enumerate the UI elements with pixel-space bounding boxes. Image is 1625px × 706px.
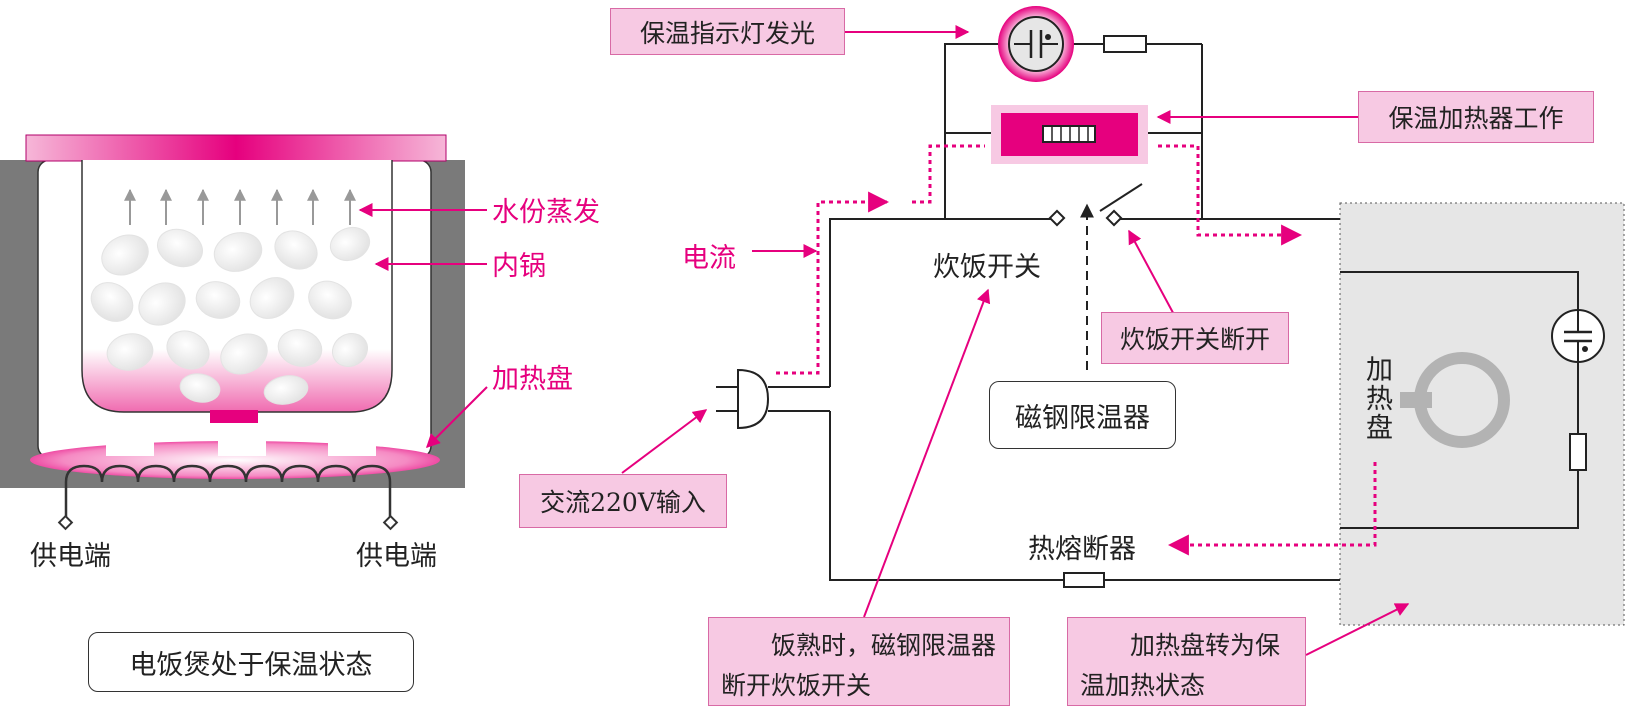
rice-grains <box>90 226 371 405</box>
switch-contact-right-icon <box>1105 209 1123 227</box>
heating-plate-panel <box>1339 202 1625 626</box>
current-label: 电流 <box>682 243 736 274</box>
thermal-fuse-icon <box>1063 572 1105 588</box>
warming-heater-icon <box>991 105 1148 164</box>
magnet-limiter-label: 磁钢限温器 <box>989 381 1176 449</box>
lamp-resistor-icon <box>1103 35 1147 53</box>
ac-plug-icon <box>716 368 830 430</box>
left-leader-arrows <box>358 203 488 448</box>
terminal-right-label: 供电端 <box>356 541 437 572</box>
terminal-right-icon <box>382 514 399 531</box>
terminal-left-label: 供电端 <box>30 541 111 572</box>
lid <box>25 134 447 162</box>
state-title-box: 电饭煲处于保温状态 <box>88 632 414 692</box>
terminal-left-icon <box>57 514 74 531</box>
heating-element-icon <box>1400 352 1510 448</box>
panel-lamp-icon <box>1551 309 1605 363</box>
circuit-leader-arrows <box>621 25 1410 656</box>
panel-resistor-icon <box>1569 433 1587 471</box>
switch-open-label: 炊饭开关断开 <box>1101 312 1289 364</box>
cook-switch-label: 炊饭开关 <box>933 252 1041 283</box>
ac-input-label: 交流220V输入 <box>519 474 727 528</box>
panel-heating-plate-label: 加热盘 <box>1361 355 1392 442</box>
steam-arrows <box>124 188 356 225</box>
indicator-light-label: 保温指示灯发光 <box>610 8 845 55</box>
heating-plate-label: 加热盘 <box>492 364 573 395</box>
note-plate-box: 加热盘转为保温加热状态 <box>1067 617 1306 706</box>
thermal-fuse-label: 热熔断器 <box>1028 534 1136 565</box>
warming-heater-label: 保温加热器工作 <box>1358 91 1594 143</box>
current-flow-path <box>776 144 1377 556</box>
heating-coil <box>64 464 392 520</box>
inner-pot-label: 内锅 <box>492 251 546 282</box>
water-vapor-label: 水份蒸发 <box>492 197 600 228</box>
note-cooked-box: 饭熟时，磁钢限温器断开炊饭开关 <box>708 617 1010 706</box>
switch-contact-left-icon <box>1048 209 1066 227</box>
indicator-lamp-icon <box>998 6 1074 82</box>
circuit-wires <box>829 43 1579 581</box>
